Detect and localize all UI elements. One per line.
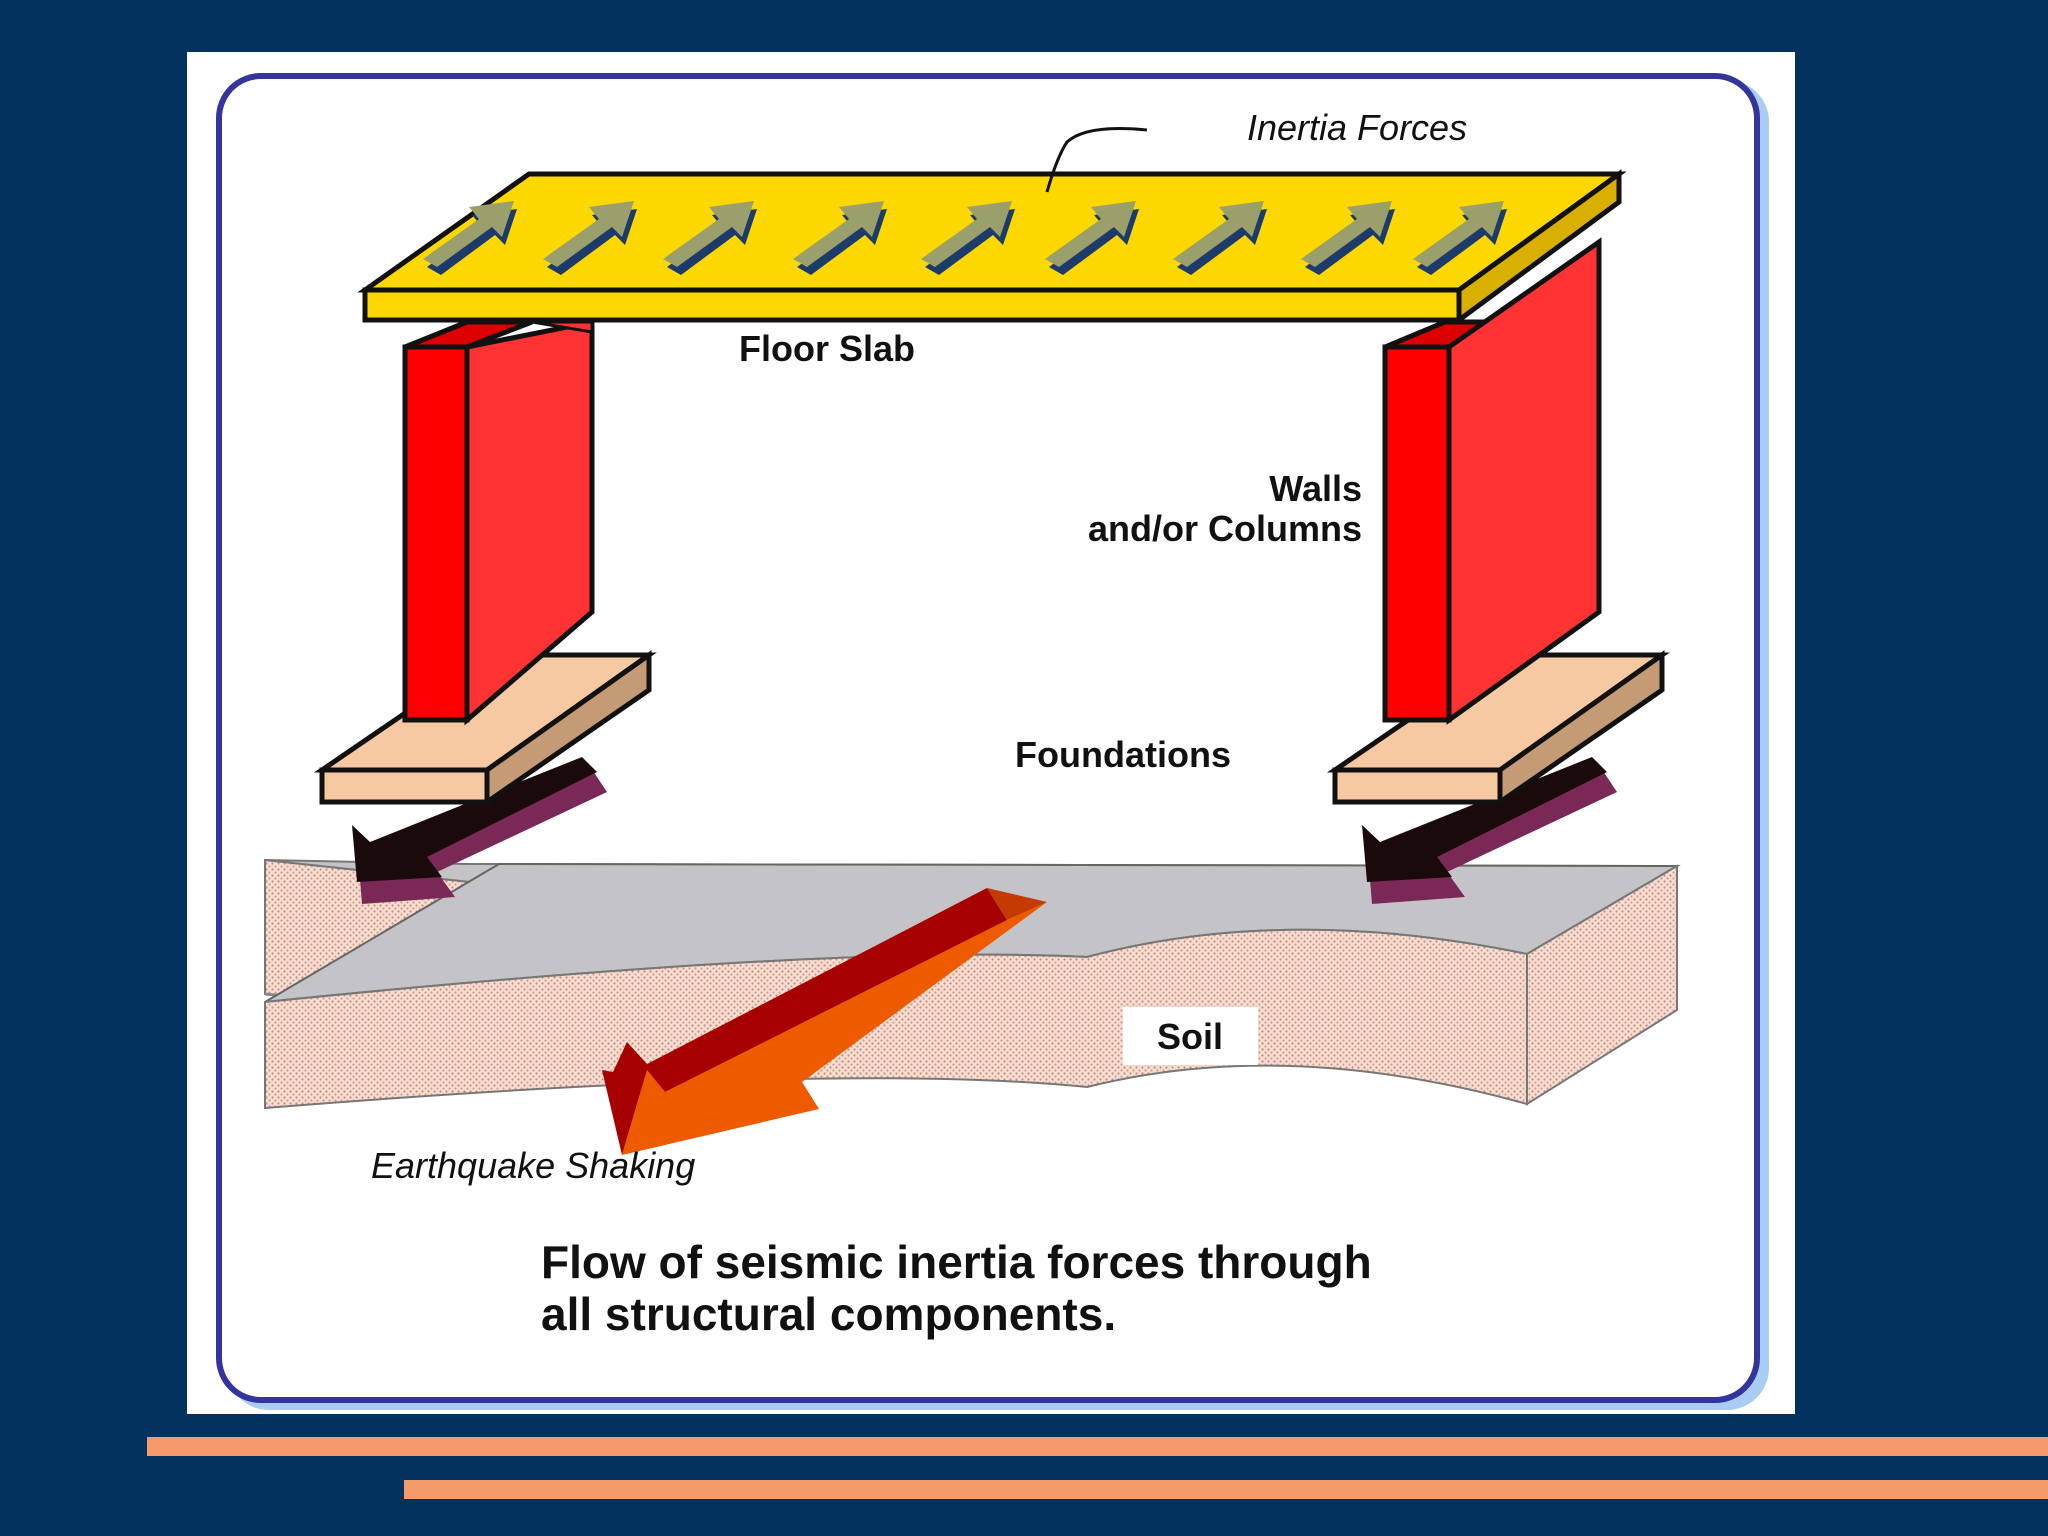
walls-label-line1: Walls — [1269, 468, 1362, 509]
soil-label-box — [1123, 1007, 1258, 1065]
inertia-arrow — [921, 201, 1015, 275]
caption-line1: Flow of seismic inertia forces through — [541, 1236, 1372, 1288]
wall-left — [402, 318, 595, 726]
walls-label-line2: and/or Columns — [1088, 508, 1362, 549]
base-shear-arrow-right — [1362, 757, 1617, 904]
earthquake-shaking-label: Earthquake Shaking — [371, 1145, 695, 1186]
base-shear-arrow-left — [352, 757, 607, 904]
inertia-force-arrows — [423, 201, 1507, 275]
caption-line2: all structural components. — [541, 1288, 1116, 1340]
inertia-arrow — [543, 201, 637, 275]
accent-line-lower — [404, 1480, 2048, 1499]
foundations-label: Foundations — [1015, 734, 1231, 775]
soil-label: Soil — [1157, 1016, 1223, 1057]
wall-right — [1382, 237, 1602, 725]
inertia-arrow — [1173, 201, 1267, 275]
inertia-arrow — [1045, 201, 1139, 275]
earthquake-shaking-arrow — [602, 888, 1047, 1155]
foundation-right — [1326, 650, 1670, 807]
inertia-arrow — [423, 201, 517, 275]
accent-line-upper — [147, 1437, 2048, 1456]
inertia-arrow — [793, 201, 887, 275]
inertia-arrow — [1301, 201, 1395, 275]
inertia-arrow — [1413, 201, 1507, 275]
inertia-forces-label: Inertia Forces — [1247, 107, 1467, 148]
floor-slab-label: Floor Slab — [739, 328, 915, 369]
diagram-picture: Inertia Forces Floor Slab Walls and/or C… — [187, 52, 1795, 1414]
inertia-forces-leader — [1045, 127, 1148, 193]
inertia-arrow — [663, 201, 757, 275]
